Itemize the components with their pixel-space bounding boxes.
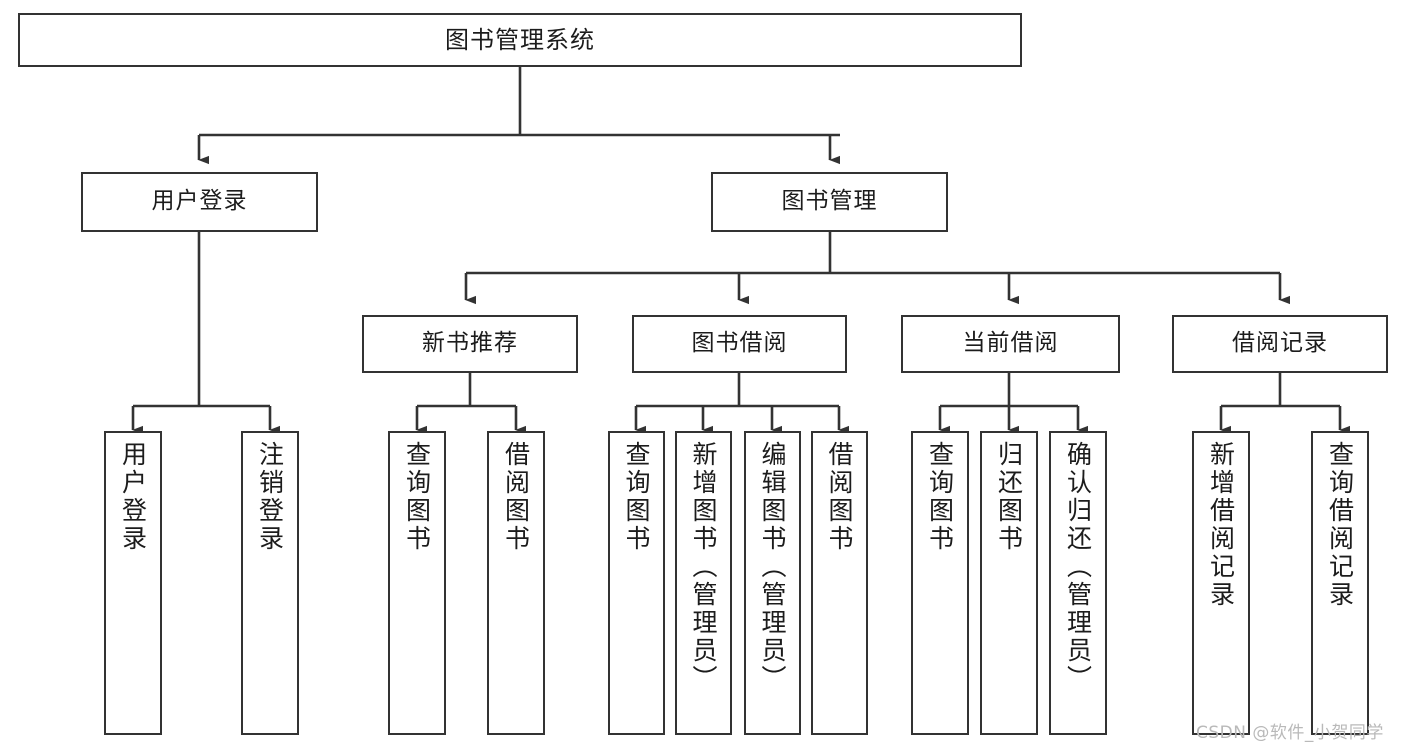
leaf-query-borrow-record[interactable]: 查询借阅记录 <box>1311 431 1369 735</box>
leaf-user-login[interactable]: 用户登录 <box>104 431 162 735</box>
node-book-management[interactable]: 图书管理 <box>711 172 948 232</box>
leaf-logout-login[interactable]: 注销登录 <box>241 431 299 735</box>
node-label: 查询图书 <box>925 441 955 553</box>
node-label: 查询图书 <box>622 441 651 553</box>
node-label: 确认归还（管理员） <box>1063 441 1093 693</box>
node-label: 借阅图书 <box>501 441 531 553</box>
node-label: 用户登录 <box>118 441 148 553</box>
node-label: 图书管理 <box>781 188 878 215</box>
node-label: 用户登录 <box>151 188 248 215</box>
node-new-book-recommend[interactable]: 新书推荐 <box>362 315 578 373</box>
node-label: 当前借阅 <box>962 330 1059 357</box>
node-label: 编辑图书（管理员） <box>758 441 787 693</box>
csdn-watermark: CSDN @软件_小贺同学 <box>1196 723 1384 743</box>
node-label: 新增图书（管理员） <box>689 441 718 693</box>
node-label: 归还图书 <box>994 441 1024 553</box>
node-user-login[interactable]: 用户登录 <box>81 172 318 232</box>
node-label: 借阅记录 <box>1232 330 1328 357</box>
node-label: 新增借阅记录 <box>1206 441 1236 609</box>
node-label: 新书推荐 <box>422 330 518 357</box>
leaf-edit-book-admin[interactable]: 编辑图书（管理员） <box>744 431 801 735</box>
leaf-query-book-borrow[interactable]: 查询图书 <box>608 431 665 735</box>
node-current-borrow[interactable]: 当前借阅 <box>901 315 1120 373</box>
leaf-borrow-book[interactable]: 借阅图书 <box>811 431 868 735</box>
node-label: 查询图书 <box>402 441 432 553</box>
leaf-add-borrow-record[interactable]: 新增借阅记录 <box>1192 431 1250 735</box>
node-root-book-management-system[interactable]: 图书管理系统 <box>18 13 1022 67</box>
leaf-query-book-recommend[interactable]: 查询图书 <box>388 431 446 735</box>
node-borrow-record[interactable]: 借阅记录 <box>1172 315 1388 373</box>
node-label: 借阅图书 <box>825 441 854 553</box>
leaf-add-book-admin[interactable]: 新增图书（管理员） <box>675 431 732 735</box>
leaf-return-book[interactable]: 归还图书 <box>980 431 1038 735</box>
node-label: 查询借阅记录 <box>1325 441 1355 609</box>
node-label: 图书管理系统 <box>445 25 595 54</box>
node-label: 图书借阅 <box>691 330 788 357</box>
node-book-borrow[interactable]: 图书借阅 <box>632 315 847 373</box>
node-label: 注销登录 <box>255 441 285 553</box>
leaf-borrow-book-recommend[interactable]: 借阅图书 <box>487 431 545 735</box>
leaf-query-book-current[interactable]: 查询图书 <box>911 431 969 735</box>
leaf-confirm-return-admin[interactable]: 确认归还（管理员） <box>1049 431 1107 735</box>
